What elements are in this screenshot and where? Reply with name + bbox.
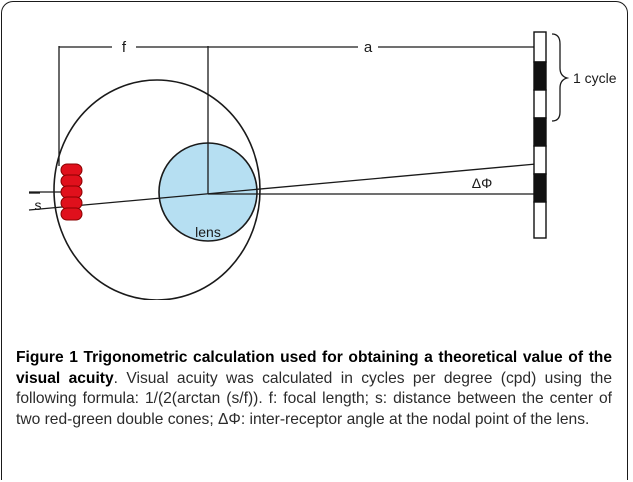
ray-line [28, 163, 537, 211]
cone [60, 207, 83, 221]
cone [60, 185, 83, 199]
grating-bar-white [533, 201, 547, 239]
grating-bar-white [533, 145, 547, 175]
grating-bar-white [533, 31, 547, 63]
grating-bar-white [533, 89, 547, 119]
figure-caption: Figure 1 Trigonometric calculation used … [16, 348, 612, 430]
caption-title: Figure 1 Trigonometric calculation used … [16, 349, 612, 387]
cycle-label: 1 cycle [573, 70, 617, 86]
eye-diagram: f a s lens ΔΦ 1 cycle [28, 31, 617, 300]
delta-phi-label: ΔΦ [472, 175, 493, 191]
grating-bar-black [533, 117, 547, 147]
grating-bar-black [533, 173, 547, 203]
double-cones [60, 163, 83, 221]
cone [60, 174, 83, 188]
cone [60, 196, 83, 210]
object-distance-label: a [364, 39, 373, 56]
lens-label: lens [195, 224, 221, 240]
grating-bar-black [533, 61, 547, 91]
grating [533, 31, 547, 239]
cone [60, 163, 83, 177]
cycle-brace [551, 33, 570, 122]
focal-length-label: f [122, 39, 127, 56]
s-label: s [35, 197, 42, 213]
caption-body: . Visual acuity was calculated in cycles… [16, 369, 613, 428]
eye-outline [53, 79, 261, 300]
